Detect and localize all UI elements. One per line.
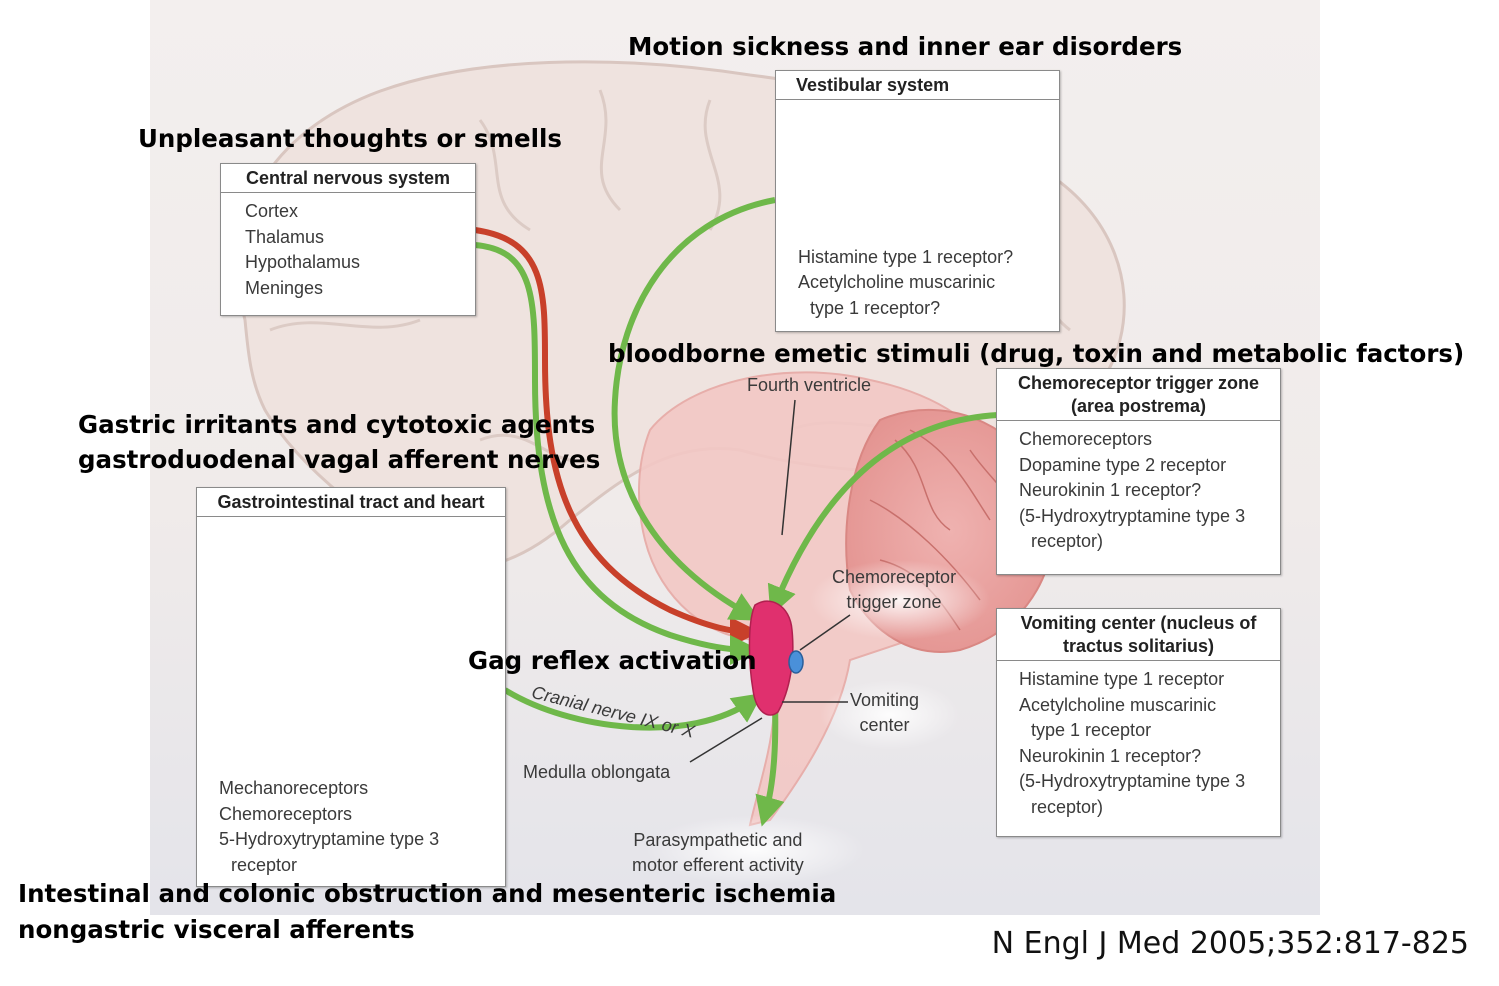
heading-gag-reflex: Gag reflex activation — [468, 646, 757, 675]
list-item: Thalamus — [245, 226, 325, 247]
list-item: Dopamine type 2 receptor — [1019, 454, 1227, 475]
ctz-box-title-line2: (area postrema) — [1070, 396, 1207, 416]
list-item: type 1 receptor — [1031, 720, 1152, 740]
efferent-label-line2: motor efferent activity — [632, 855, 804, 875]
vomiting-box-title-line2: tractus solitarius) — [1062, 636, 1215, 656]
efferent-label: Parasympathetic and motor efferent activ… — [632, 828, 804, 878]
list-item: Chemoreceptors — [219, 803, 353, 824]
vomiting-center-label: Vomiting center — [850, 688, 919, 738]
list-item: Cortex — [245, 201, 299, 221]
heading-intestinal-line2: nongastric visceral afferents — [18, 915, 415, 944]
gi-box-list: Mechanoreceptors Chemoreceptors 5-Hydrox… — [197, 770, 447, 884]
vomiting-label-line2: center — [859, 715, 910, 735]
fourth-ventricle-pointer — [781, 399, 796, 536]
label-glow — [810, 560, 990, 640]
ctz-box-title: Chemoreceptor trigger zone (area postrem… — [997, 369, 1280, 421]
fourth-ventricle-label: Fourth ventricle — [747, 375, 872, 395]
cns-box-list: Cortex Thalamus Hypothalamus Meninges — [221, 193, 475, 307]
efferent-label-line1: Parasympathetic and — [633, 830, 803, 850]
heading-intestinal-line1: Intestinal and colonic obstruction and m… — [18, 879, 837, 908]
vomiting-box-list: Histamine type 1 receptor Acetylcholine … — [997, 661, 1280, 826]
list-item: 5-Hydroxytryptamine type 3 — [219, 829, 440, 849]
heading-gastric-line2: gastroduodenal vagal afferent nerves — [78, 445, 601, 474]
cns-red-pathway — [474, 227, 760, 647]
label-glow — [820, 680, 960, 750]
vomiting-box-title-line1: Vomiting center (nucleus of — [1020, 613, 1257, 633]
ctz-box-title-line1: Chemoreceptor trigger zone — [1017, 373, 1260, 393]
vestibular-pathway — [611, 197, 776, 621]
label-glow — [645, 815, 865, 885]
vomiting-center-box: Vomiting center (nucleus of tractus soli… — [996, 608, 1281, 837]
medulla-label: Medulla oblongata — [523, 762, 671, 782]
ctz-shape — [788, 650, 804, 674]
gi-box-title: Gastrointestinal tract and heart — [197, 488, 505, 517]
heading-bloodborne: bloodborne emetic stimuli (drug, toxin a… — [608, 339, 1465, 368]
list-item: receptor) — [1031, 531, 1104, 551]
vestibular-box: Vestibular system Histamine type 1 recep… — [775, 70, 1060, 332]
list-item: (5-Hydroxytryptamine type 3 — [1019, 505, 1246, 526]
vestibular-box-list: Histamine type 1 receptor? Acetylcholine… — [776, 239, 1021, 328]
ctz-pointer — [799, 614, 851, 651]
ctz-label: Chemoreceptor trigger zone — [832, 565, 956, 615]
ctz-label-line1: Chemoreceptor — [832, 567, 957, 587]
list-item: Neurokinin 1 receptor? — [1019, 745, 1202, 766]
heading-unpleasant: Unpleasant thoughts or smells — [138, 124, 563, 153]
list-item: receptor) — [1031, 796, 1104, 817]
list-item: Acetylcholine muscarinic — [1019, 694, 1217, 715]
ctz-label-line2: trigger zone — [846, 592, 942, 612]
list-item: Mechanoreceptors — [219, 778, 369, 798]
list-item: receptor — [231, 854, 298, 875]
list-item: Hypothalamus — [245, 252, 361, 272]
medulla-pointer — [689, 717, 763, 763]
ctz-box-list: Chemoreceptors Dopamine type 2 receptor … — [997, 421, 1280, 561]
list-item: type 1 receptor? — [810, 297, 941, 318]
vomiting-box-title: Vomiting center (nucleus of tractus soli… — [997, 609, 1280, 661]
vomiting-label-line1: Vomiting — [850, 690, 920, 710]
heading-motion-sickness: Motion sickness and inner ear disorders — [628, 32, 1183, 61]
heading-gastric-line1: Gastric irritants and cytotoxic agents — [78, 410, 596, 439]
cns-box-title: Central nervous system — [221, 164, 475, 193]
cns-box: Central nervous system Cortex Thalamus H… — [220, 163, 476, 316]
cns-green-pathway — [474, 242, 760, 665]
ctz-pathway — [767, 412, 999, 617]
vestibular-box-title: Vestibular system — [776, 71, 1059, 100]
gi-box: Gastrointestinal tract and heart Mechano… — [196, 487, 506, 887]
citation: N Engl J Med 2005;352:817-825 — [991, 926, 1469, 961]
ctz-box: Chemoreceptor trigger zone (area postrem… — [996, 368, 1281, 575]
gi-cranial-pathway — [503, 687, 763, 731]
list-item: Histamine type 1 receptor — [1019, 669, 1225, 689]
list-item: Neurokinin 1 receptor? — [1019, 480, 1202, 500]
vomiting-center-shape — [748, 600, 794, 716]
list-item: Histamine type 1 receptor? — [798, 246, 1014, 267]
list-item: Chemoreceptors — [1019, 429, 1153, 449]
list-item: (5-Hydroxytryptamine type 3 — [1019, 771, 1246, 791]
list-item: Meninges — [245, 277, 324, 298]
figure-panel: Central nervous system Cortex Thalamus H… — [150, 0, 1320, 915]
list-item: Acetylcholine muscarinic — [798, 272, 996, 292]
